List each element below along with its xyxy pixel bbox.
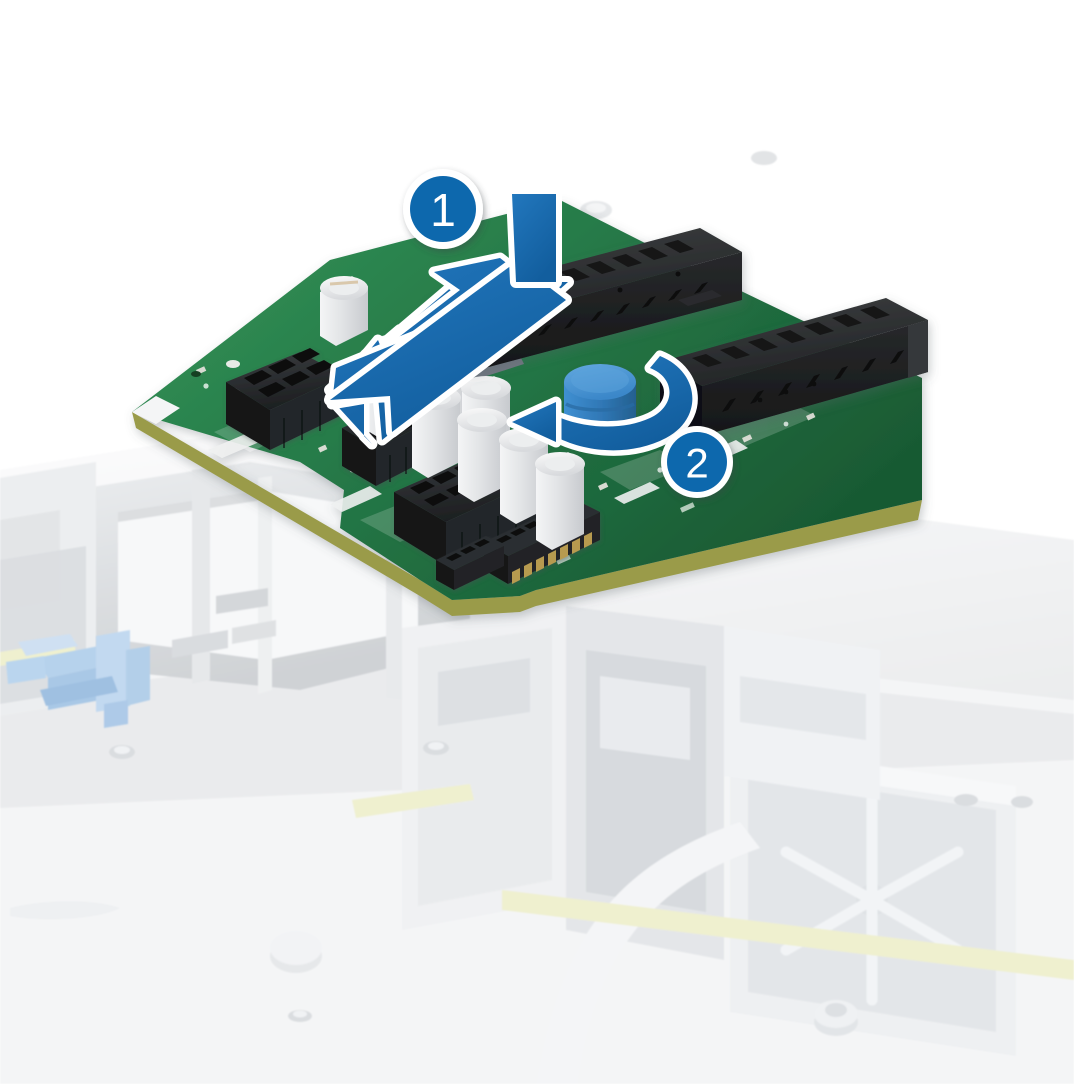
pcb-notch-left xyxy=(132,396,180,424)
capacitor xyxy=(457,408,507,502)
accent-strip-center xyxy=(502,890,1074,980)
callout-1-label: 1 xyxy=(430,184,456,236)
callout-1-arrow-tail xyxy=(506,188,562,288)
callout-1-badge-circle xyxy=(410,176,476,242)
power-connector-6pin-a[interactable] xyxy=(226,348,344,450)
callout-2-badge[interactable]: 2 xyxy=(661,426,733,498)
chassis-tab-a xyxy=(216,588,268,614)
callout-2-label: 2 xyxy=(685,440,708,487)
chassis-right-wall-cut xyxy=(740,676,866,740)
pcb-trace-magenta xyxy=(470,356,524,380)
well-lip xyxy=(118,490,262,522)
callout-1-badge[interactable]: 1 xyxy=(403,169,483,249)
release-latch[interactable] xyxy=(6,630,150,728)
chassis-pedestal xyxy=(270,931,322,973)
chassis-tab-c xyxy=(172,630,228,658)
chassis-divider-a xyxy=(192,468,210,684)
pcb-edge-gold xyxy=(132,412,922,616)
chassis-standoff xyxy=(814,1000,858,1036)
chassis-curved-rail xyxy=(536,822,760,1084)
signal-header-secondary[interactable] xyxy=(436,536,504,590)
capacitor xyxy=(535,452,585,550)
chassis-tab-b xyxy=(232,620,276,644)
fan-cage xyxy=(730,744,1016,1056)
callout-1-arrowhead-main xyxy=(324,256,572,438)
callout-2-badge-circle xyxy=(667,432,727,492)
chassis-fasteners xyxy=(109,151,1033,1022)
chassis-divider-b xyxy=(258,476,272,694)
chassis-center-slot xyxy=(438,658,530,726)
callout-2-arrow xyxy=(506,350,698,456)
accent-strip-left xyxy=(352,784,474,818)
chassis xyxy=(0,151,1074,1084)
chassis-right-slot xyxy=(600,676,690,760)
pcb-mounting-holes xyxy=(191,360,240,377)
chassis-handle xyxy=(10,901,120,920)
capacitor xyxy=(320,276,368,346)
air-shroud-tab xyxy=(678,290,722,306)
